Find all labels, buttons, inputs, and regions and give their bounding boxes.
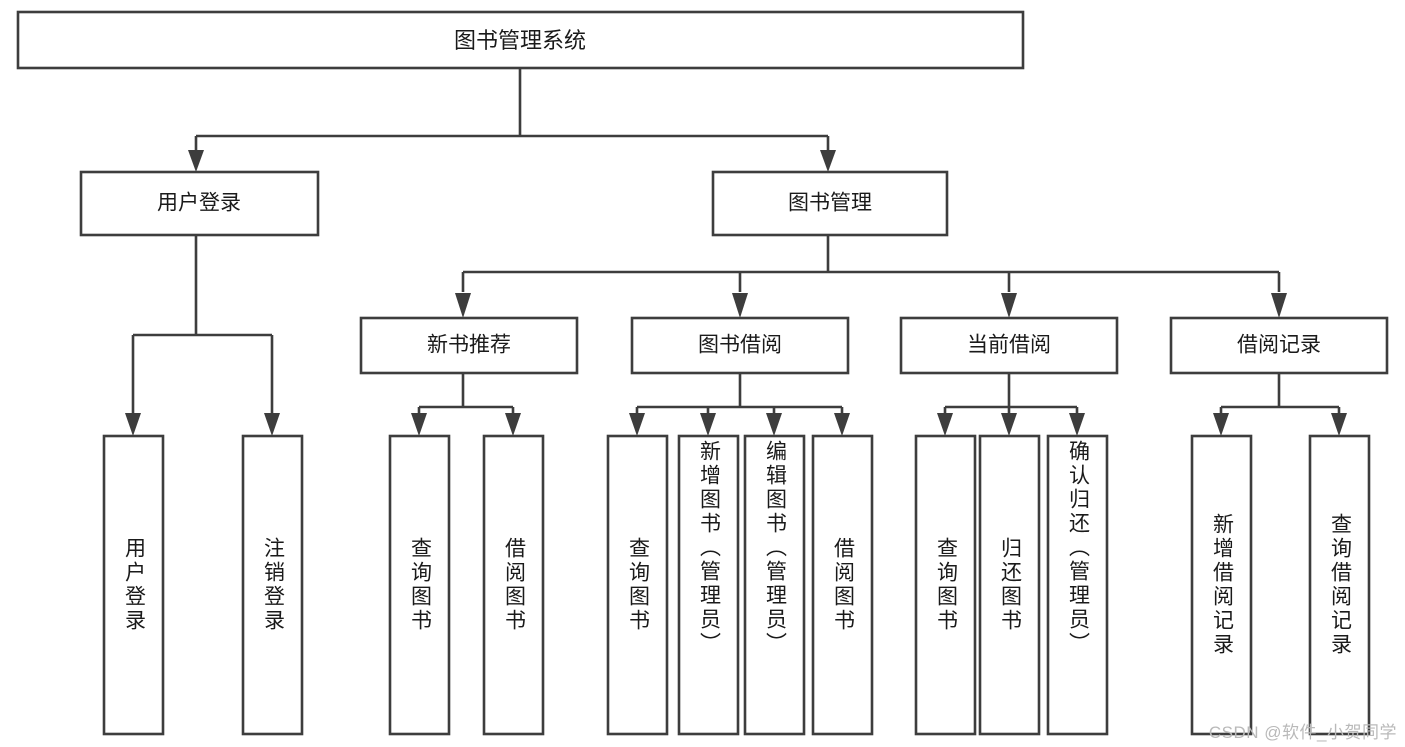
node-book-borrow[interactable]: 图书借阅 [630, 316, 850, 375]
arrow-head-user-login [188, 150, 204, 172]
connector-book-borrow-to-leaves [629, 373, 850, 436]
node-book-manage-label: 图书管理 [788, 192, 872, 215]
arrow-head-leaf-user-login [125, 413, 141, 436]
leaf-box-cb-return-book[interactable] [978, 434, 1041, 736]
leaf-box-br-add-record[interactable] [1190, 434, 1253, 736]
node-new-book-rec-box[interactable] [359, 316, 579, 375]
connector-root-to-level2 [188, 68, 836, 172]
arrow-head-cb-leaf-2 [1001, 413, 1017, 436]
arrow-head-book-manage [820, 150, 836, 172]
node-root[interactable]: 图书管理系统 [16, 10, 1025, 70]
node-current-borrow[interactable]: 当前借阅 [899, 316, 1119, 375]
leaf-box-cb-query-book[interactable] [914, 434, 977, 736]
connector-borrow-record-to-leaves [1213, 373, 1347, 436]
arrow-head-cb-leaf-3 [1069, 413, 1085, 436]
arrow-head-br-leaf-2 [1331, 413, 1347, 436]
connector-book-manage-to-level3 [455, 235, 1287, 318]
leaf-box-nbr-borrow-book[interactable] [482, 434, 545, 736]
node-book-manage[interactable]: 图书管理 [711, 170, 949, 237]
arrow-head-leaf-logout [264, 413, 280, 436]
node-root-label: 图书管理系统 [454, 28, 586, 53]
leaf-box-logout[interactable] [241, 434, 304, 736]
arrow-head-new-book-rec [455, 293, 471, 318]
node-borrow-record-box[interactable] [1169, 316, 1389, 375]
arrow-head-cb-leaf-1 [937, 413, 953, 436]
leaf-box-br-query-record[interactable] [1308, 434, 1371, 736]
leaf-box-cb-confirm-return[interactable] [1046, 434, 1109, 736]
arrow-head-bb-leaf-3 [766, 413, 782, 436]
arrow-head-br-leaf-1 [1213, 413, 1229, 436]
node-root-box[interactable] [16, 10, 1025, 70]
node-user-login-box[interactable] [79, 170, 320, 237]
leaf-box-nbr-query-book[interactable] [388, 434, 451, 736]
leaf-box-user-login[interactable] [102, 434, 165, 736]
leaf-box-bb-add-book[interactable] [677, 434, 740, 736]
arrow-head-nbr-leaf-1 [411, 413, 427, 436]
node-borrow-record[interactable]: 借阅记录 [1169, 316, 1389, 375]
arrow-head-borrow-record [1271, 293, 1287, 318]
arrow-head-bb-leaf-4 [834, 413, 850, 436]
node-current-borrow-box[interactable] [899, 316, 1119, 375]
leaf-box-bb-query-book[interactable] [606, 434, 669, 736]
node-user-login-label: 用户登录 [157, 192, 241, 215]
connector-user-login-to-leaves [125, 235, 280, 436]
arrow-head-nbr-leaf-2 [505, 413, 521, 436]
arrow-head-bb-leaf-2 [700, 413, 716, 436]
node-current-borrow-label: 当前借阅 [967, 334, 1051, 357]
node-user-login[interactable]: 用户登录 [79, 170, 320, 237]
leaf-box-bb-edit-book[interactable] [743, 434, 806, 736]
node-book-borrow-box[interactable] [630, 316, 850, 375]
arrow-head-book-borrow [732, 293, 748, 318]
node-book-manage-box[interactable] [711, 170, 949, 237]
connector-new-book-rec-to-leaves [411, 373, 521, 436]
node-new-book-rec[interactable]: 新书推荐 [359, 316, 579, 375]
node-borrow-record-label: 借阅记录 [1237, 334, 1321, 357]
node-book-borrow-label: 图书借阅 [698, 334, 782, 357]
arrow-head-bb-leaf-1 [629, 413, 645, 436]
connector-current-borrow-to-leaves [937, 373, 1085, 436]
leaf-box-bb-borrow-book[interactable] [811, 434, 874, 736]
watermark-text: CSDN @软件_小贺同学 [1208, 723, 1397, 742]
arrow-head-current-borrow [1001, 293, 1017, 318]
node-new-book-rec-label: 新书推荐 [427, 334, 511, 357]
